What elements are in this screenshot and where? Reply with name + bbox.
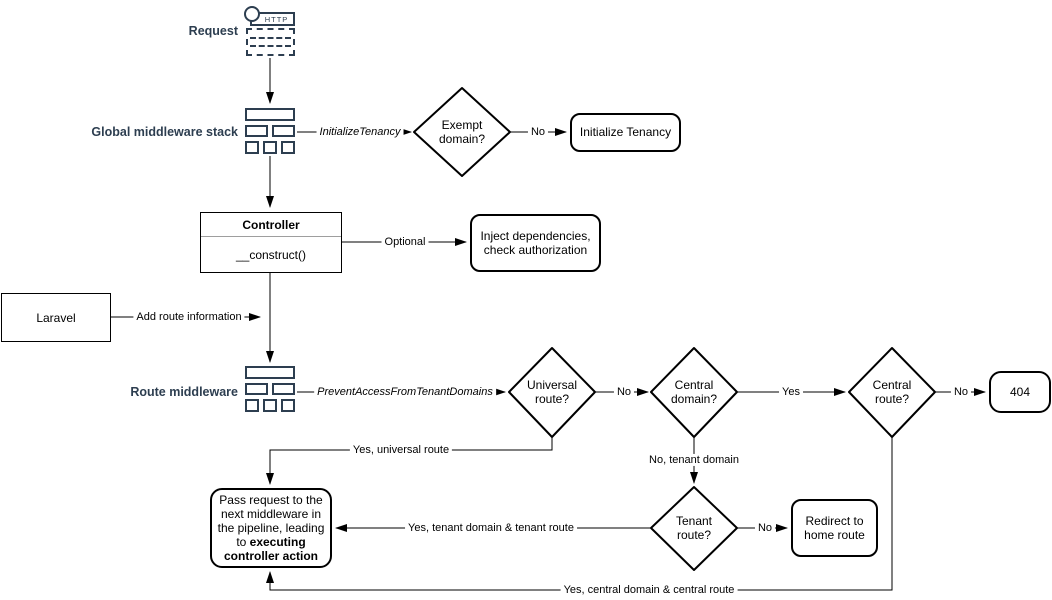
request-circle-icon <box>244 6 260 22</box>
decision-universal-route-label: Universal route? <box>526 377 577 406</box>
edge-label-prevent-access: PreventAccessFromTenantDomains <box>314 385 496 399</box>
controller-construct: __construct() <box>235 247 307 262</box>
decision-exempt-domain-label: Exempt domain? <box>438 117 486 146</box>
middleware-stack-icon <box>245 108 295 154</box>
controller-title: Controller <box>201 213 341 237</box>
node-redirect-home: Redirect to home route <box>791 499 878 557</box>
edge-label-optional: Optional <box>381 235 429 249</box>
request-label: Request <box>188 24 238 38</box>
http-request-icon: HTTP <box>244 5 296 56</box>
global-middleware-stack-label: Global middleware stack <box>91 125 238 139</box>
decision-tenant-route <box>650 486 738 571</box>
node-inject-dependencies: Inject dependencies, check authorization <box>470 214 601 272</box>
edge-label-universal-no: No <box>613 385 635 399</box>
decision-central-route <box>848 347 936 438</box>
route-middleware-label: Route middleware <box>130 385 238 399</box>
edge-label-exempt-no: No <box>527 125 549 139</box>
edge-label-add-route-information: Add route information <box>133 310 245 324</box>
node-laravel: Laravel <box>1 293 111 342</box>
edge-label-central-route-no: No <box>950 385 972 399</box>
decision-central-domain-label: Central domain? <box>670 377 718 406</box>
node-pass-request: Pass request to the next middleware in t… <box>210 488 332 568</box>
redirect-home-text: Redirect to home route <box>804 513 865 542</box>
edge-label-no-tenant-domain: No, tenant domain <box>646 453 742 467</box>
edge-label-initialize-tenancy: InitializeTenancy <box>316 125 404 139</box>
node-initialize-tenancy: Initialize Tenancy <box>570 113 681 152</box>
decision-universal-route <box>508 347 596 438</box>
pass-request-bold-text: executing controller action <box>223 535 318 564</box>
node-controller: Controller __construct() <box>200 212 342 273</box>
inject-dependencies-text: Inject dependencies, check authorization <box>480 228 591 257</box>
decision-central-route-label: Central route? <box>872 377 912 406</box>
node-404: 404 <box>989 371 1051 413</box>
edge-label-tenant-yes: Yes, tenant domain & tenant route <box>405 521 577 535</box>
edge-label-universal-yes: Yes, universal route <box>349 443 453 457</box>
edge-label-central-route-yes: Yes, central domain & central route <box>560 583 738 597</box>
request-body-icon <box>246 28 295 56</box>
middleware-stack-icon <box>245 366 295 412</box>
edge-label-tenant-no: No <box>754 521 776 535</box>
decision-tenant-route-label: Tenant route? <box>675 513 713 542</box>
edge-label-central-domain-yes: Yes <box>779 385 803 399</box>
decision-central-domain <box>650 347 738 438</box>
decision-exempt-domain <box>413 87 511 177</box>
pass-request-text: Pass request to the next middleware in t… <box>217 492 325 550</box>
